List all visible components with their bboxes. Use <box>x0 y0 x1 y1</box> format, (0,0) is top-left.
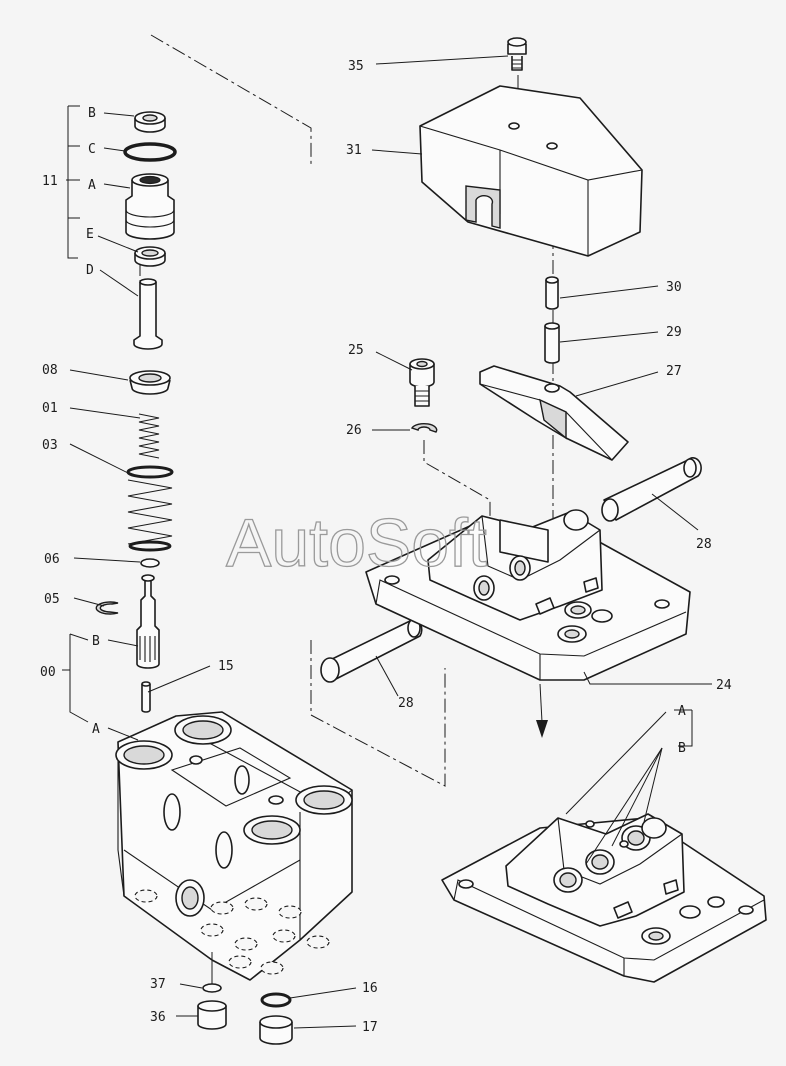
base-plate-detail-view <box>441 813 767 983</box>
label-11-d: D <box>86 263 94 278</box>
label-24-a: A <box>678 704 686 719</box>
part-26-lock-washer <box>410 423 438 433</box>
part-11d-plunger <box>133 278 163 350</box>
part-06-washer <box>140 558 160 568</box>
label-05: 05 <box>44 592 60 607</box>
part-01-inner-spring <box>138 413 160 459</box>
part-29-sleeve <box>544 322 560 364</box>
part-25-bolt <box>409 358 435 407</box>
part-03-outer-spring <box>126 465 174 552</box>
label-01: 01 <box>42 401 58 416</box>
label-28-lower: 28 <box>398 696 414 711</box>
label-11-b: B <box>88 106 96 121</box>
label-11-a: A <box>88 178 96 193</box>
part-17-plug <box>259 1015 293 1045</box>
label-26: 26 <box>346 423 362 438</box>
part-11b-bushing <box>134 111 166 133</box>
part-00-spool <box>136 574 160 669</box>
label-06: 06 <box>44 552 60 567</box>
part-08-spring-seat <box>129 370 171 395</box>
part-31-cover <box>419 85 643 257</box>
label-35: 35 <box>348 59 364 74</box>
part-37-o-ring <box>202 952 222 993</box>
label-36: 36 <box>150 1010 166 1025</box>
label-00-a: A <box>92 722 100 737</box>
label-24-b: B <box>678 741 686 756</box>
part-15-pin <box>141 681 151 713</box>
part-05-clip <box>95 601 119 615</box>
label-08: 08 <box>42 363 58 378</box>
label-00: 00 <box>40 665 56 680</box>
label-11: 11 <box>42 174 58 189</box>
label-17: 17 <box>362 1020 378 1035</box>
label-16: 16 <box>362 981 378 996</box>
part-28-pin-upper <box>601 457 702 522</box>
label-27: 27 <box>666 364 682 379</box>
label-31: 31 <box>346 143 362 158</box>
label-25: 25 <box>348 343 364 358</box>
label-11-e: E <box>86 227 94 242</box>
label-00-b: B <box>92 634 100 649</box>
part-27-lever <box>479 365 629 461</box>
label-11-c: C <box>88 142 96 157</box>
part-36-plug <box>197 1000 227 1030</box>
down-arrow-icon <box>536 683 548 738</box>
callout-leader-lines <box>62 55 712 1029</box>
part-30-pin <box>545 276 559 310</box>
label-28-upper: 28 <box>696 537 712 552</box>
part-28-pin-lower <box>320 618 423 683</box>
label-24: 24 <box>716 678 732 693</box>
part-11c-o-ring <box>123 142 177 162</box>
part-11a-guide <box>125 173 175 240</box>
watermark-text: AutoSoft <box>226 505 487 581</box>
label-15: 15 <box>218 659 234 674</box>
part-24-base-plate <box>365 509 691 681</box>
valve-body-bottom-ports <box>134 889 330 975</box>
label-37: 37 <box>150 977 166 992</box>
label-03: 03 <box>42 438 58 453</box>
part-35-bolt <box>507 37 527 71</box>
part-16-o-ring <box>260 992 292 1008</box>
label-30: 30 <box>666 280 682 295</box>
label-29: 29 <box>666 325 682 340</box>
callout-labels: 11 B C A E D 08 01 03 06 05 00 B A 15 37… <box>40 59 732 1035</box>
part-11e-seal <box>134 246 166 267</box>
